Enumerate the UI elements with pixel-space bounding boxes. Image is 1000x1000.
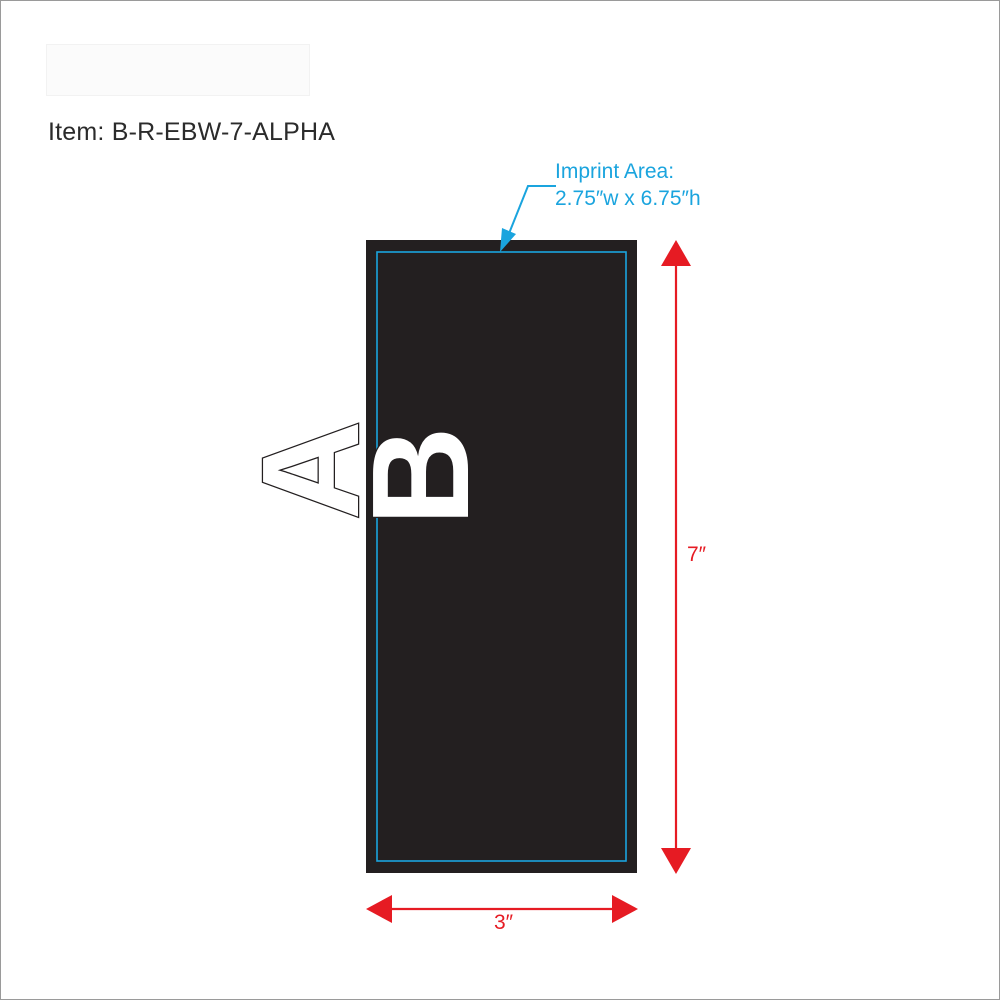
sample-letters: A B (233, 419, 500, 527)
item-number-label: Item: B-R-EBW-7-ALPHA (48, 118, 336, 146)
imprint-area-label: Imprint Area: 2.75″w x 6.75″h (555, 158, 701, 212)
width-dimension-label: 3″ (494, 911, 514, 934)
imprint-area-title: Imprint Area: (555, 160, 675, 183)
height-dimension-arrow (661, 240, 691, 874)
logo-placeholder (46, 44, 310, 96)
width-dimension-arrow (366, 895, 638, 923)
sample-letter-b: B (344, 426, 498, 526)
imprint-area-size: 2.75″w x 6.75″h (555, 187, 701, 210)
sample-letter-a: A (234, 420, 388, 520)
product-panel (366, 240, 637, 873)
height-dimension-label: 7″ (687, 543, 707, 566)
imprint-area-outline (376, 251, 627, 862)
imprint-callout-arrow (500, 185, 556, 252)
